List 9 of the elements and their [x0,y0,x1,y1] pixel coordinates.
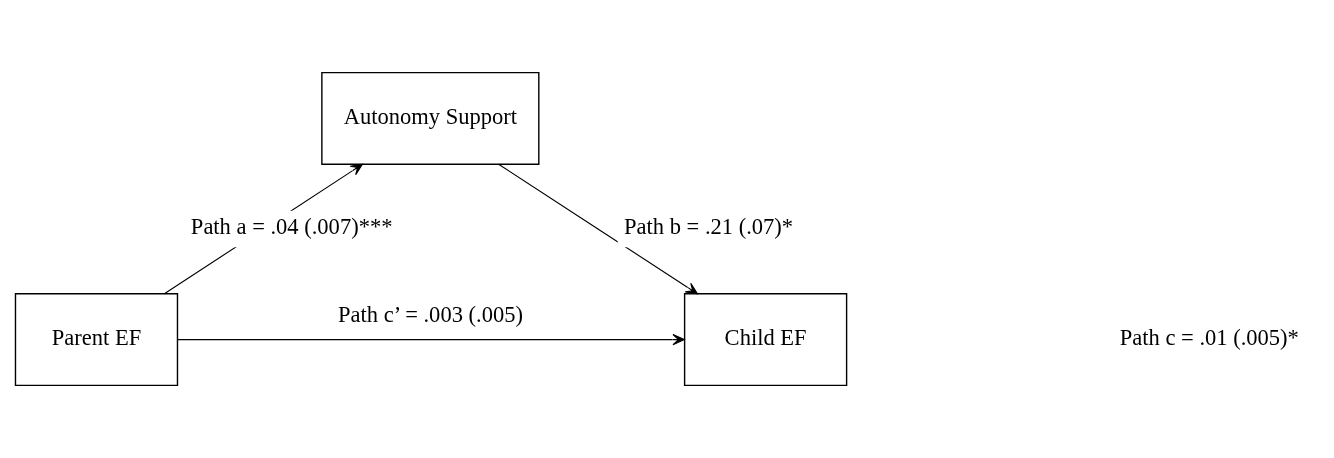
node-box: Child EF [683,293,848,387]
edge-label: Path b = .21 (.07)* [624,214,794,240]
edge-label: Path c’ = .003 (.005) [338,302,523,328]
edge-label: Path a = .04 (.007)*** [190,214,393,240]
label: Path c = .01 (.005)* [1119,324,1299,350]
node-box: Autonomy Support [321,71,540,165]
arrow [498,163,699,295]
arrow [177,333,685,346]
node-box: Parent EF [14,293,179,387]
